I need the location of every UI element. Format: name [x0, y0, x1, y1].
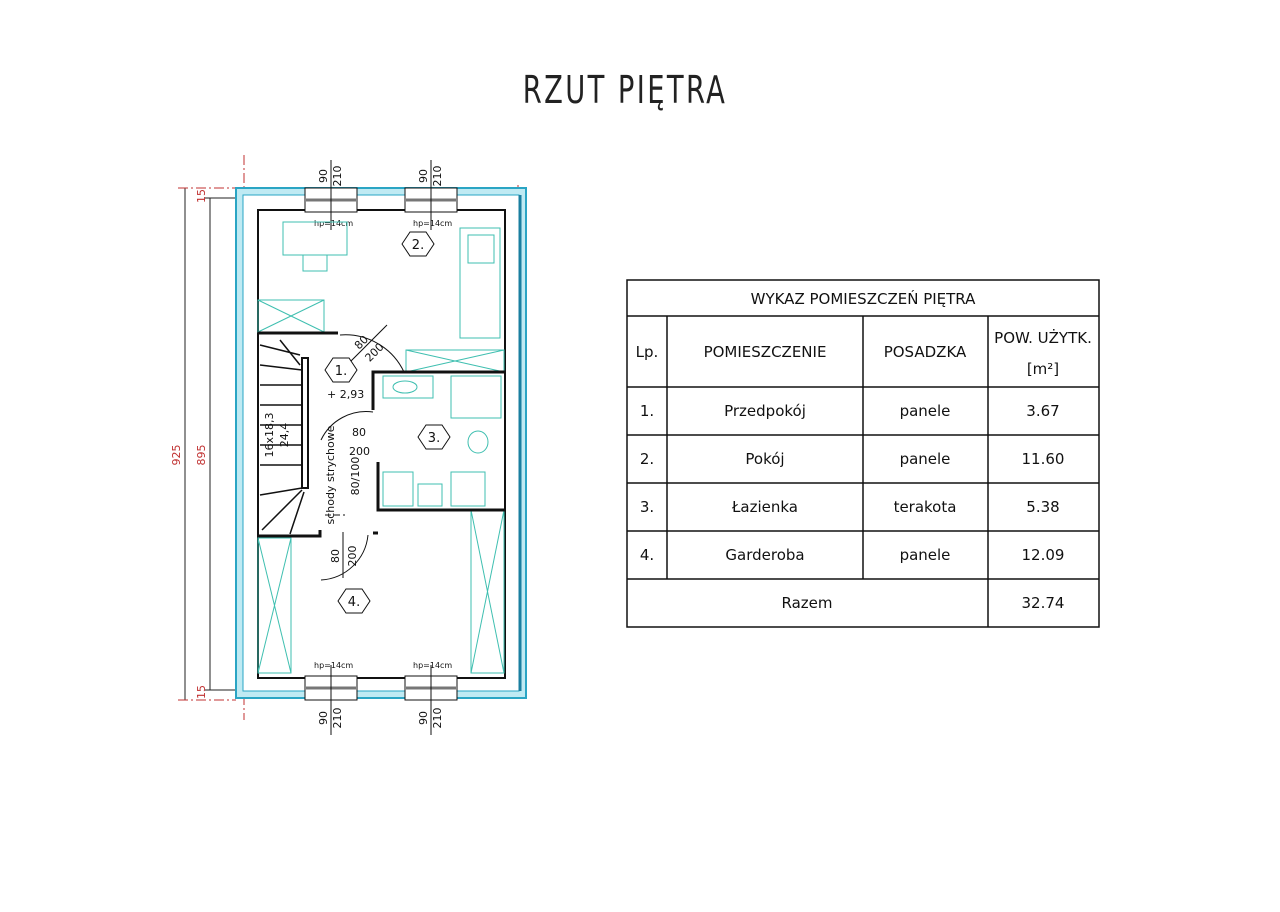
dim-15-bottom: 15 [195, 685, 208, 699]
svg-text:210: 210 [331, 166, 344, 187]
row-floor: panele [900, 450, 951, 468]
svg-text:80: 80 [352, 426, 366, 439]
header-room: POMIESZCZENIE [704, 343, 827, 361]
svg-text:200: 200 [349, 445, 370, 458]
row-area: 12.09 [1022, 546, 1065, 564]
svg-text:210: 210 [431, 708, 444, 729]
page-title: RZUT PIĘTRA [522, 68, 728, 112]
row-area: 3.67 [1026, 402, 1059, 420]
dim-925: 925 [170, 445, 183, 466]
window-dims: 90 210 90 210 90 210 90 210 hp=14cm hp=1… [314, 166, 452, 729]
room-2-label: 2. [412, 238, 424, 253]
row-area: 5.38 [1026, 498, 1059, 516]
room-1-label: 1. [335, 364, 347, 379]
svg-text:hp=14cm: hp=14cm [413, 219, 452, 228]
stairs-depth: 24,4 [278, 423, 291, 448]
svg-text:210: 210 [331, 708, 344, 729]
row-floor: terakota [894, 498, 957, 516]
windows [304, 160, 458, 735]
header-floor: POSADZKA [884, 343, 967, 361]
header-unit: [m²] [1027, 360, 1059, 378]
row-name: Łazienka [731, 498, 798, 516]
room-4-label: 4. [348, 595, 360, 610]
svg-text:90: 90 [417, 169, 430, 183]
svg-text:hp=14cm: hp=14cm [314, 219, 353, 228]
exterior-walls [235, 187, 527, 699]
total-label: Razem [782, 594, 833, 612]
svg-text:80: 80 [329, 549, 342, 563]
svg-text:hp=14cm: hp=14cm [413, 661, 452, 670]
room-markers [324, 231, 451, 614]
row-floor: panele [900, 402, 951, 420]
svg-text:90: 90 [317, 169, 330, 183]
row-area: 11.60 [1022, 450, 1065, 468]
furniture [257, 221, 505, 674]
attic-stairs-size: 80/100 [349, 457, 362, 496]
header-lp: Lp. [636, 343, 659, 361]
dim-895: 895 [195, 445, 208, 466]
room-3-label: 3. [428, 431, 440, 446]
table-title: WYKAZ POMIESZCZEŃ PIĘTRA [751, 289, 977, 308]
svg-text:90: 90 [317, 711, 330, 725]
room-schedule-table [626, 279, 1100, 628]
row-lp: 3. [640, 498, 654, 516]
row-lp: 1. [640, 402, 654, 420]
interior-walls [258, 331, 505, 538]
row-name: Garderoba [725, 546, 804, 564]
svg-text:90: 90 [417, 711, 430, 725]
row-name: Pokój [745, 450, 784, 468]
stairs-steps: 16x18,3 [263, 412, 276, 457]
dim-15-top: 15 [195, 189, 208, 203]
total-value: 32.74 [1022, 594, 1065, 612]
level-mark: + 2,93 [327, 388, 364, 401]
row-name: Przedpokój [724, 402, 806, 420]
svg-text:210: 210 [431, 166, 444, 187]
row-lp: 4. [640, 546, 654, 564]
svg-text:hp=14cm: hp=14cm [314, 661, 353, 670]
staircase [259, 339, 305, 535]
attic-stairs-label: schody strychowe [324, 425, 337, 524]
row-lp: 2. [640, 450, 654, 468]
row-floor: panele [900, 546, 951, 564]
header-area: POW. UŻYTK. [994, 328, 1092, 347]
svg-text:200: 200 [346, 546, 359, 567]
